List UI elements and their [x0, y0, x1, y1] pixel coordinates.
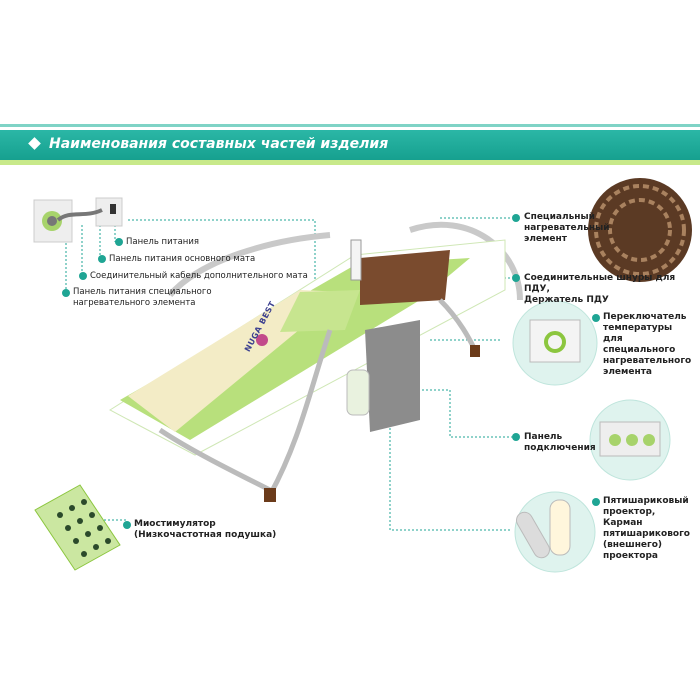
marker-dot	[62, 289, 70, 297]
label-myostimulator: Миостимулятор(Низкочастотная подушка)	[134, 519, 277, 540]
marker-dot	[98, 255, 106, 263]
marker-dot	[592, 498, 600, 506]
header-line	[0, 124, 700, 127]
label-remote-cords: Соединительные шнуры для ПДУ,Держатель П…	[524, 273, 676, 305]
label-power-panel: Панель питания	[126, 237, 199, 247]
header-band	[0, 130, 700, 160]
marker-dot	[592, 314, 600, 322]
marker-dot	[79, 272, 87, 280]
marker-dot	[512, 214, 520, 222]
marker-dot	[512, 433, 520, 441]
title-text: Наименования составных частей изделия	[49, 136, 389, 152]
heater-closeup	[588, 178, 692, 282]
header-underline	[0, 160, 700, 165]
page-title: Наименования составных частей изделия	[28, 136, 389, 152]
wall-panels	[33, 197, 123, 243]
label-main-mat-power: Панель питания основного мата	[109, 254, 256, 264]
marker-dot	[512, 274, 520, 282]
label-extra-mat-cable: Соединительный кабель дополнительного ма…	[90, 271, 308, 281]
marker-dot	[115, 238, 123, 246]
massage-bed	[109, 221, 523, 502]
myostimulator-pad	[34, 484, 121, 571]
marker-dot	[123, 521, 131, 529]
